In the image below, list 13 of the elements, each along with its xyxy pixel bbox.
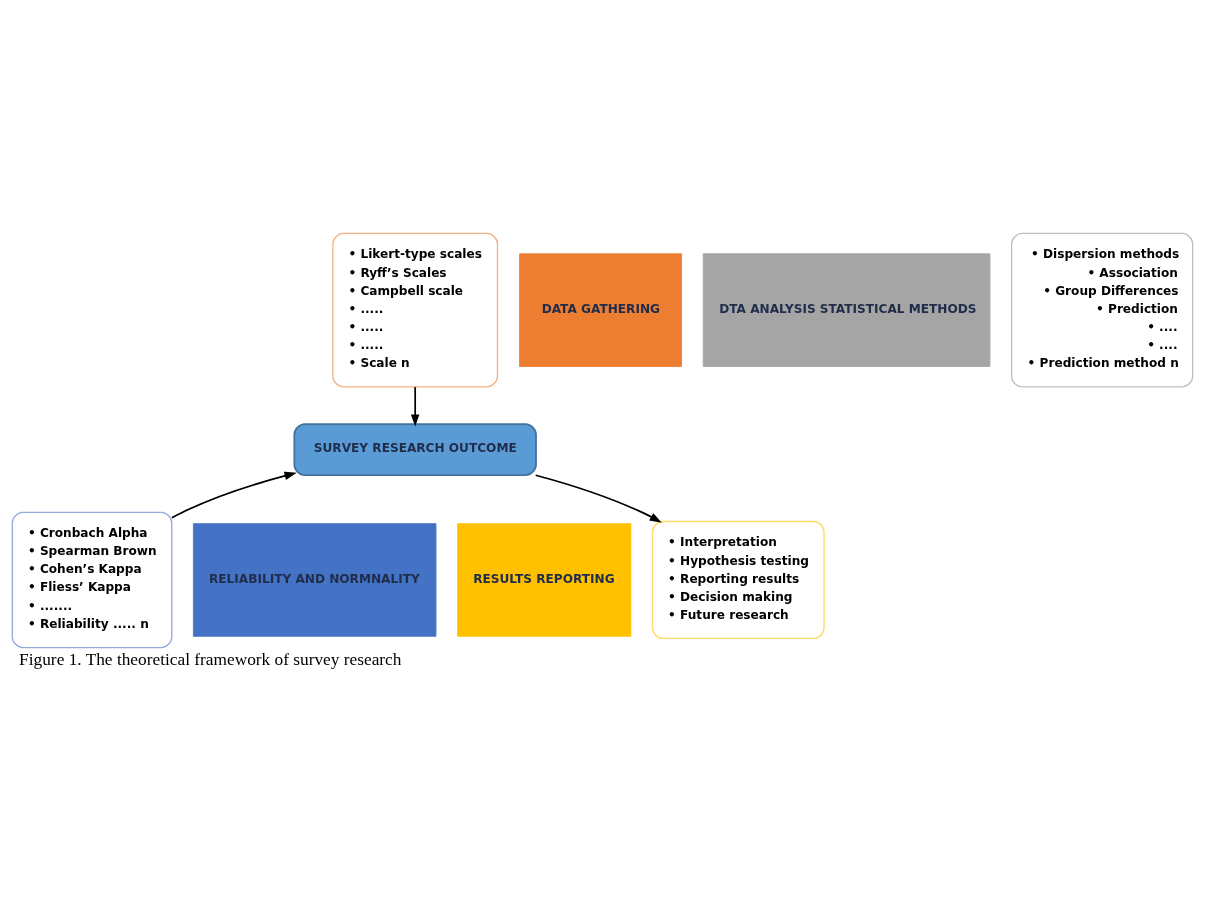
node-box: DATA GATHERING bbox=[519, 252, 682, 367]
node-box: • Likert-type scales • Ryff’s Scales • Campbell scale • ..... • ..... • ..... • Scale n bbox=[332, 232, 499, 387]
node-box: • Interpretation • Hypothesis testing • Reporting results • Decision making • Future research bbox=[651, 520, 825, 639]
node-box: • Dispersion methods • Association • Group Differences • Prediction • .... • .... • Prediction method n bbox=[1010, 232, 1194, 387]
node-box: RESULTS REPORTING bbox=[457, 522, 632, 637]
arrow bbox=[171, 471, 297, 519]
arrow bbox=[534, 473, 662, 523]
arrow bbox=[410, 385, 420, 427]
caption: Figure 1. The theoretical framework of survey research bbox=[19, 649, 402, 669]
node-box: DTA ANALYSIS STATISTICAL METHODS bbox=[702, 252, 991, 367]
node-box: • Cronbach Alpha • Spearman Brown • Cohen’s Kappa • Fliess’ Kappa • ....... • Reliability ..... n bbox=[11, 511, 173, 648]
node-box: RELIABILITY AND NORMNALITY bbox=[192, 522, 437, 637]
node-box: SURVEY RESEARCH OUTCOME bbox=[293, 422, 537, 476]
